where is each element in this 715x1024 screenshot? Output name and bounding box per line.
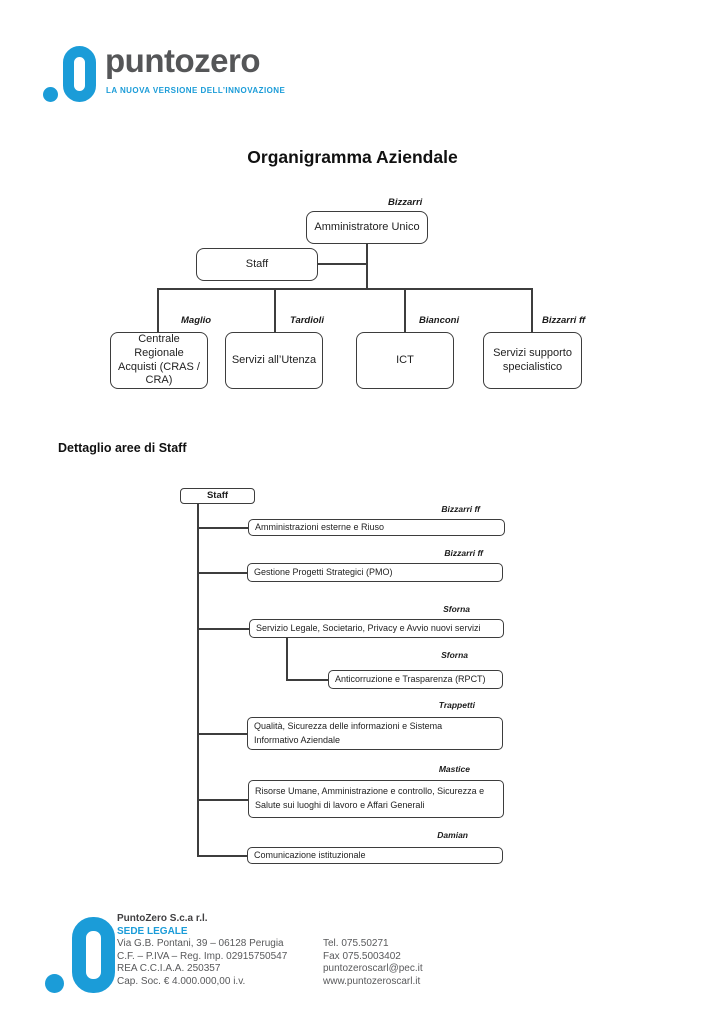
logo-dot-icon	[45, 974, 64, 993]
section-heading: Dettaglio aree di Staff	[58, 441, 187, 455]
connector-line	[197, 855, 248, 857]
connector-line	[286, 679, 328, 681]
footer-rea: REA C.C.I.A.A. 250357	[117, 963, 221, 975]
staff-area-box: Gestione Progetti Strategici (PMO)	[247, 563, 503, 582]
box-servizi-utenza: Servizi all’Utenza	[225, 332, 323, 389]
page-title: Organigramma Aziendale	[247, 147, 458, 167]
connector-line	[197, 628, 249, 630]
box-ict: ICT	[356, 332, 454, 389]
connector-line	[274, 288, 276, 332]
staff-area-box: Amministrazioni esterne e Riuso	[248, 519, 505, 536]
puntozero-logo-icon	[45, 917, 115, 993]
connector-line	[197, 572, 248, 574]
manager-label: Bianconi	[419, 315, 460, 326]
staff-area-line: Informativo Aziendale	[254, 734, 341, 745]
box-staff-detail-root: Staff	[180, 488, 255, 504]
footer-fax: Fax 075.5003402	[323, 950, 401, 962]
connector-line	[157, 288, 533, 290]
manager-label: Sforna	[443, 604, 470, 614]
logo-zero-icon	[63, 46, 96, 102]
footer-fiscal: C.F. – P.IVA – Reg. Imp. 02915750547	[117, 950, 288, 962]
box-centrale-regionale-acquisti: Centrale Regionale Acquisti (CRAS / CRA)	[110, 332, 208, 389]
puntozero-logo-icon	[43, 46, 96, 103]
manager-label: Bizzarri ff	[444, 548, 483, 558]
connector-line	[197, 504, 199, 856]
connector-line	[286, 638, 288, 680]
manager-label: Damian	[437, 830, 468, 840]
staff-area-box: Risorse Umane, Amministrazione e control…	[248, 780, 504, 818]
logo-dot-icon	[43, 87, 58, 102]
brand-name: puntozero	[105, 42, 260, 79]
footer-tel: Tel. 075.50271	[323, 938, 389, 949]
footer-capital: Cap. Soc. € 4.000.000,00 i.v.	[117, 975, 246, 987]
footer-address: Via G.B. Pontani, 39 – 06128 Perugia	[117, 938, 284, 950]
connector-line	[318, 263, 367, 265]
brand-tagline: LA NUOVA VERSIONE DELL’INNOVAZIONE	[106, 86, 286, 95]
manager-label-root: Bizzarri	[388, 197, 423, 208]
manager-label: Sforna	[441, 650, 468, 660]
staff-area-box: Qualità, Sicurezza delle informazioni e …	[247, 717, 503, 750]
staff-area-line: Risorse Umane, Amministrazione e control…	[255, 786, 485, 797]
connector-line	[531, 288, 533, 332]
footer-company-block: PuntoZero S.c.a r.l. SEDE LEGALE Via G.B…	[117, 913, 287, 989]
box-servizi-supporto-specialistico: Servizi supporto specialistico	[483, 332, 582, 389]
manager-label: Bizzarri ff	[441, 504, 480, 514]
footer-web: www.puntozeroscarl.it	[323, 975, 421, 987]
connector-line	[197, 527, 248, 529]
box-staff: Staff	[196, 248, 318, 281]
connector-line	[366, 243, 368, 289]
footer-contacts-block: Tel. 075.50271 Fax 075.5003402 puntozero…	[323, 938, 423, 988]
staff-area-box: Servizio Legale, Societario, Privacy e A…	[249, 619, 504, 638]
footer-company-name: PuntoZero S.c.a r.l.	[117, 913, 208, 924]
connector-line	[197, 733, 248, 735]
staff-area-line: Qualità, Sicurezza delle informazioni e …	[254, 720, 443, 731]
manager-label: Mastice	[438, 764, 470, 774]
manager-label: Bizzarri ff	[542, 315, 586, 326]
staff-area-box: Comunicazione istituzionale	[247, 847, 503, 864]
connector-line	[157, 288, 159, 332]
footer-pec: puntozeroscarl@pec.it	[323, 963, 423, 975]
box-amministratore-unico: Amministratore Unico	[306, 211, 428, 244]
manager-label: Trappetti	[438, 700, 475, 710]
connector-line	[197, 799, 248, 801]
manager-label: Maglio	[181, 315, 212, 326]
staff-area-box: Anticorruzione e Trasparenza (RPCT)	[328, 670, 503, 689]
footer-sede-label: SEDE LEGALE	[117, 925, 188, 937]
manager-label: Tardioli	[290, 315, 324, 326]
connector-line	[404, 288, 406, 332]
logo-zero-icon	[72, 917, 115, 993]
staff-area-line: Salute sui luoghi di lavoro e Affari Gen…	[255, 800, 425, 810]
